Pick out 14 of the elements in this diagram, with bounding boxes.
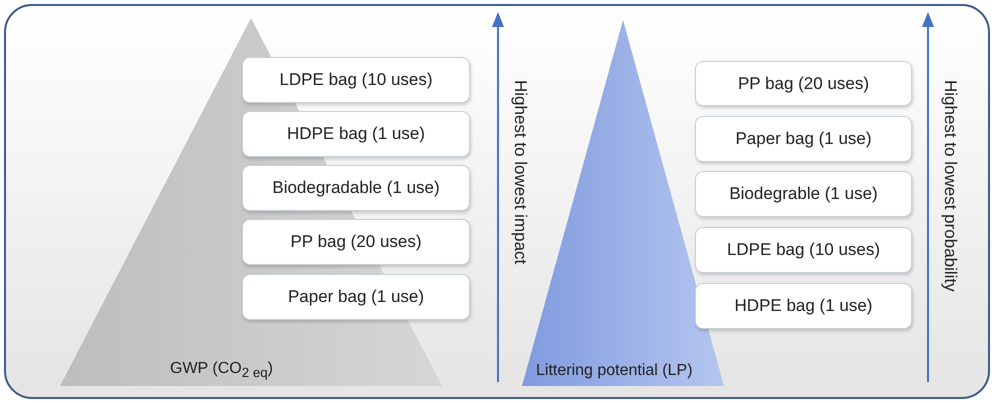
axis-caption: Highest to lowest impact [510,80,530,264]
ranking-box: LDPE bag (10 uses) [695,227,912,273]
ranking-box: Biodegrable (1 use) [695,171,912,217]
pyramid-label: Littering potential (LP) [536,362,693,380]
ranking-box: PP bag (20 uses) [695,61,912,106]
ranking-box: HDPE bag (1 use) [242,111,470,157]
pyramid-label: GWP (CO$_{2 eq}$) [170,360,273,380]
ranking-box: PP bag (20 uses) [242,219,470,265]
ranking-box: HDPE bag (1 use) [695,283,912,329]
ranking-box: Paper bag (1 use) [242,274,470,320]
axis-caption: Highest to lowest probability [940,80,960,292]
ranking-box: LDPE bag (10 uses) [242,57,470,103]
ranking-box: Biodegradable (1 use) [242,165,470,211]
ranking-box: Paper bag (1 use) [695,116,912,162]
